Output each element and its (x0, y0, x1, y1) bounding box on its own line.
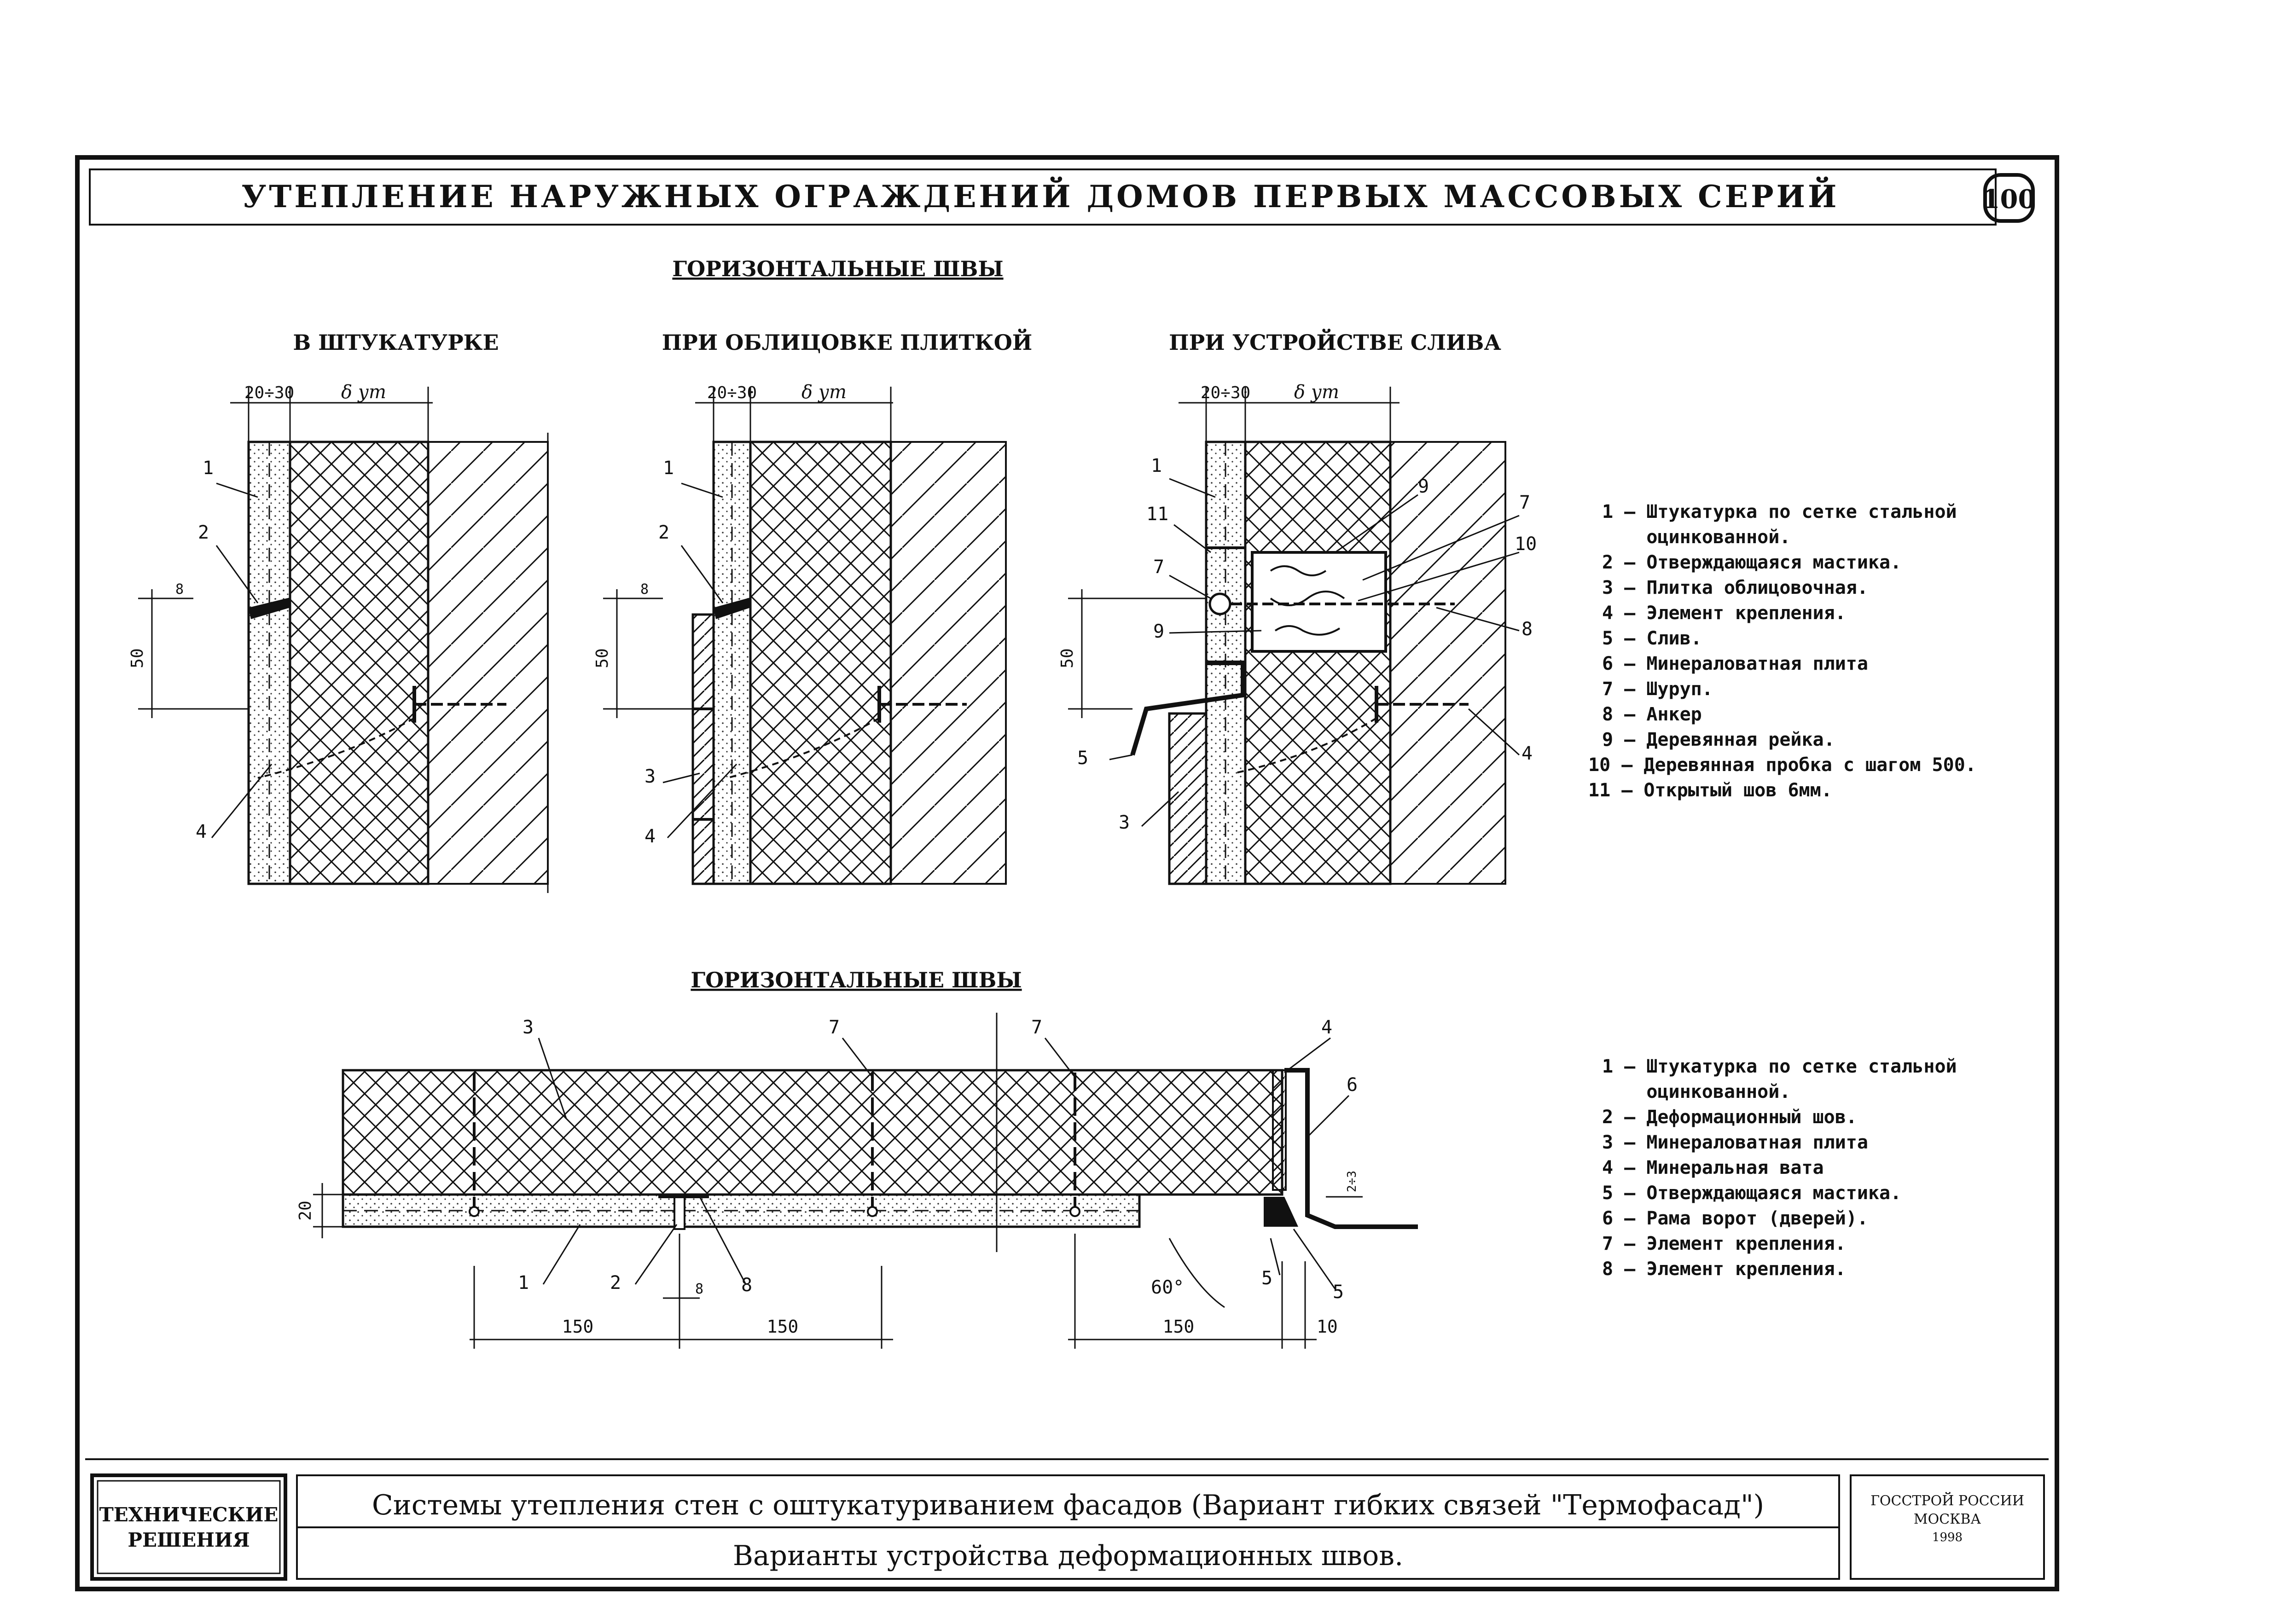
legend-line: 8 – Элемент крепления. (1602, 1259, 1846, 1280)
dim-angle: 60° (1151, 1277, 1184, 1298)
callout-8: 8 (1521, 619, 1533, 640)
dim-gap: 10 (1317, 1317, 1338, 1337)
dim-thickness: 20 (296, 1201, 315, 1220)
dim-side-gap: 2÷3 (1345, 1171, 1359, 1192)
legend-line: 4 – Элемент крепления. (1602, 603, 1846, 624)
title-block-year: 1998 (1932, 1531, 1963, 1544)
legend-line: 5 – Отверждающаяся мастика. (1602, 1183, 1901, 1204)
detail-tile: ПРИ ОБЛИЦОВКЕ ПЛИТКОЙ 20÷30 δ ут 50 8 1 … (593, 328, 1033, 885)
title-block-city: МОСКВА (1914, 1511, 1981, 1527)
legend-line: 3 – Плитка облицовочная. (1602, 577, 1868, 598)
header-bar: УТЕПЛЕНИЕ НАРУЖНЫХ ОГРАЖДЕНИЙ ДОМОВ ПЕРВ… (89, 168, 2036, 226)
dim-span-3: 150 (1163, 1317, 1195, 1337)
detail-plaster: В ШТУКАТУРКЕ 20÷30 δ ут 50 8 1 2 4 (128, 330, 549, 893)
legend-line: 3 – Минераловатная плита (1602, 1132, 1868, 1153)
detail-tile-title: ПРИ ОБЛИЦОВКЕ ПЛИТКОЙ (662, 328, 1033, 355)
callout-4: 4 (645, 826, 656, 847)
callout-9: 9 (1418, 476, 1429, 497)
dim-seam: 8 (640, 581, 649, 597)
legend-line: 7 – Шуруп. (1602, 679, 1713, 700)
dim-insulation: δ ут (341, 382, 386, 403)
top-legend: 1 – Штукатурка по сетке стальной оцинков… (1588, 501, 1976, 801)
callout-7: 7 (1519, 492, 1530, 513)
sheet-number-badge: 100 (1982, 173, 2036, 223)
title-block-left-line-2: РЕШЕНИЯ (128, 1529, 250, 1551)
legend-line: 7 – Элемент крепления. (1602, 1233, 1846, 1254)
callout-7: 7 (829, 1017, 840, 1038)
dim-height: 50 (128, 648, 147, 668)
dim-gap: 20÷30 (244, 383, 294, 402)
callout-5: 5 (1333, 1282, 1344, 1303)
callout-1: 1 (518, 1272, 529, 1293)
legend-line: 5 – Слив. (1602, 628, 1702, 649)
legend-line: 1 – Штукатурка по сетке стальной (1602, 501, 1957, 522)
legend-line: 6 – Минераловатная плита (1602, 653, 1868, 674)
sheet-number: 100 (1982, 184, 2036, 215)
callout-3: 3 (523, 1017, 534, 1038)
callout-8: 8 (741, 1275, 752, 1296)
legend-line: оцинкованной. (1602, 527, 1790, 548)
callout-1: 1 (203, 458, 214, 479)
callout-3: 3 (645, 766, 656, 787)
callout-5: 5 (1261, 1268, 1272, 1289)
title-block-main-line-2: Варианты устройства деформационных швов. (733, 1540, 1403, 1572)
dim-span-1: 150 (562, 1317, 594, 1337)
detail-drip: ПРИ УСТРОЙСТВЕ СЛИВА 20÷30 δ ут 50 1 11 (1058, 328, 1537, 885)
bottom-section-title: ГОРИЗОНТАЛЬНЫЕ ШВЫ (691, 968, 1022, 992)
title-block: ТЕХНИЧЕСКИЕ РЕШЕНИЯ Системы утепления ст… (85, 1458, 2049, 1581)
callout-1: 1 (663, 458, 674, 479)
callout-9: 9 (1153, 621, 1164, 642)
plan-detail: 20 150 150 8 150 10 60° 2÷3 3 7 7 4 6 1 … (296, 1013, 1418, 1349)
dim-insulation: δ ут (1294, 382, 1339, 403)
legend-line: 4 – Минеральная вата (1602, 1157, 1824, 1178)
callout-4: 4 (1521, 743, 1533, 764)
legend-line: оцинкованной. (1602, 1081, 1790, 1102)
top-section-title: ГОРИЗОНТАЛЬНЫЕ ШВЫ (672, 256, 1003, 281)
legend-line: 11 – Открытый шов 6мм. (1588, 780, 1832, 801)
dim-span-2: 150 (767, 1317, 799, 1337)
callout-1: 1 (1151, 455, 1162, 476)
callout-2: 2 (610, 1272, 621, 1293)
page-title: УТЕПЛЕНИЕ НАРУЖНЫХ ОГРАЖДЕНИЙ ДОМОВ ПЕРВ… (242, 177, 1840, 215)
callout-2: 2 (658, 522, 669, 543)
dim-height: 50 (1058, 648, 1077, 668)
legend-line: 2 – Деформационный шов. (1602, 1107, 1857, 1128)
outer-frame (75, 155, 2059, 1591)
callout-10: 10 (1515, 534, 1537, 555)
legend-line: 1 – Штукатурка по сетке стальной (1602, 1056, 1957, 1077)
legend-line: 8 – Анкер (1602, 704, 1702, 725)
dim-gap: 20÷30 (1201, 383, 1250, 402)
callout-11: 11 (1146, 504, 1168, 525)
callout-7: 7 (1153, 557, 1164, 578)
legend-line: 2 – Отверждающаяся мастика. (1602, 552, 1901, 573)
dim-seam: 8 (695, 1281, 703, 1297)
callout-5: 5 (1077, 748, 1088, 769)
detail-plaster-title: В ШТУКАТУРКЕ (293, 330, 499, 355)
dim-gap: 20÷30 (707, 383, 757, 402)
dim-seam: 8 (175, 581, 184, 597)
bottom-legend: 1 – Штукатурка по сетке стальной оцинков… (1602, 1056, 1957, 1280)
title-block-left-line-1: ТЕХНИЧЕСКИЕ (99, 1503, 279, 1526)
title-block-main-line-1: Системы утепления стен с оштукатуривание… (372, 1489, 1764, 1521)
legend-line: 9 – Деревянная рейка. (1602, 729, 1835, 750)
callout-3: 3 (1119, 812, 1130, 833)
legend-line: 10 – Деревянная пробка с шагом 500. (1588, 754, 1976, 776)
detail-drip-title: ПРИ УСТРОЙСТВЕ СЛИВА (1169, 328, 1501, 355)
title-block-org: ГОССТРОЙ РОССИИ (1870, 1492, 2024, 1509)
callout-4: 4 (196, 821, 207, 842)
callout-2: 2 (198, 522, 209, 543)
dim-height: 50 (593, 648, 612, 668)
dim-insulation: δ ут (801, 382, 847, 403)
legend-line: 6 – Рама ворот (дверей). (1602, 1208, 1868, 1229)
callout-6: 6 (1347, 1074, 1358, 1096)
callout-4: 4 (1321, 1017, 1332, 1038)
callout-7: 7 (1031, 1017, 1042, 1038)
